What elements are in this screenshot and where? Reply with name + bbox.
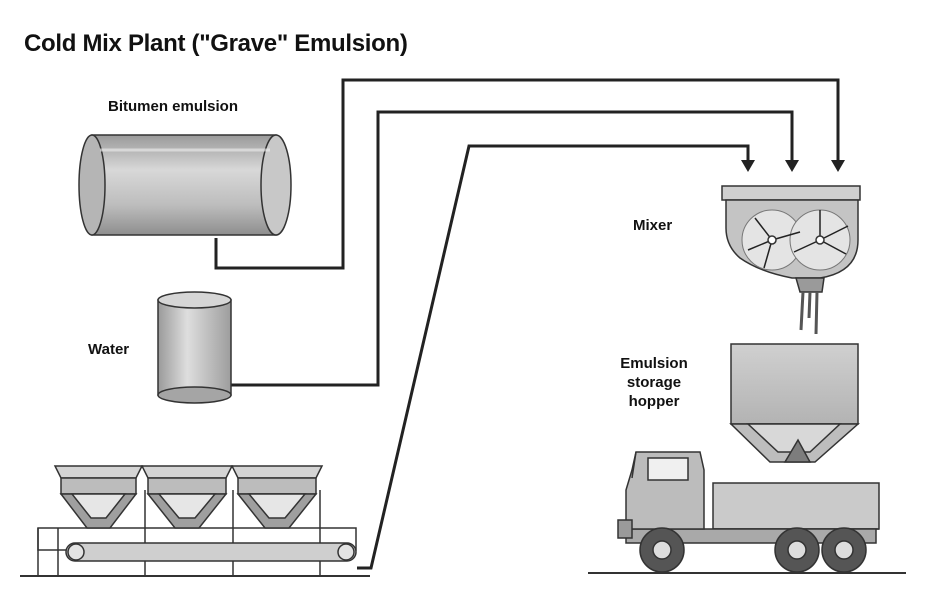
hopper-label-line1: Emulsion: [620, 355, 688, 372]
mixer: [721, 185, 861, 335]
diagram-title: Cold Mix Plant ("Grave" Emulsion): [24, 30, 408, 57]
hopper-label: Emulsion storage hopper: [614, 354, 694, 411]
water-label: Water: [88, 341, 130, 358]
hopper-label-line2: storage: [626, 374, 682, 391]
emulsion-storage-hopper: [729, 343, 860, 463]
pipe-water-to-mixer: [231, 110, 799, 387]
hopper-label-line3: hopper: [628, 393, 680, 410]
dump-truck: [588, 451, 906, 574]
pipe-bitumen-to-mixer: [214, 78, 845, 270]
bitumen-emulsion-label: Bitumen emulsion: [108, 98, 239, 115]
aggregate-bins-conveyor: [20, 465, 370, 577]
mixer-label: Mixer: [633, 217, 673, 234]
bitumen-emulsion-tank: [78, 134, 292, 236]
water-tank: [157, 291, 232, 404]
pipe-aggregate-to-mixer: [357, 144, 755, 570]
